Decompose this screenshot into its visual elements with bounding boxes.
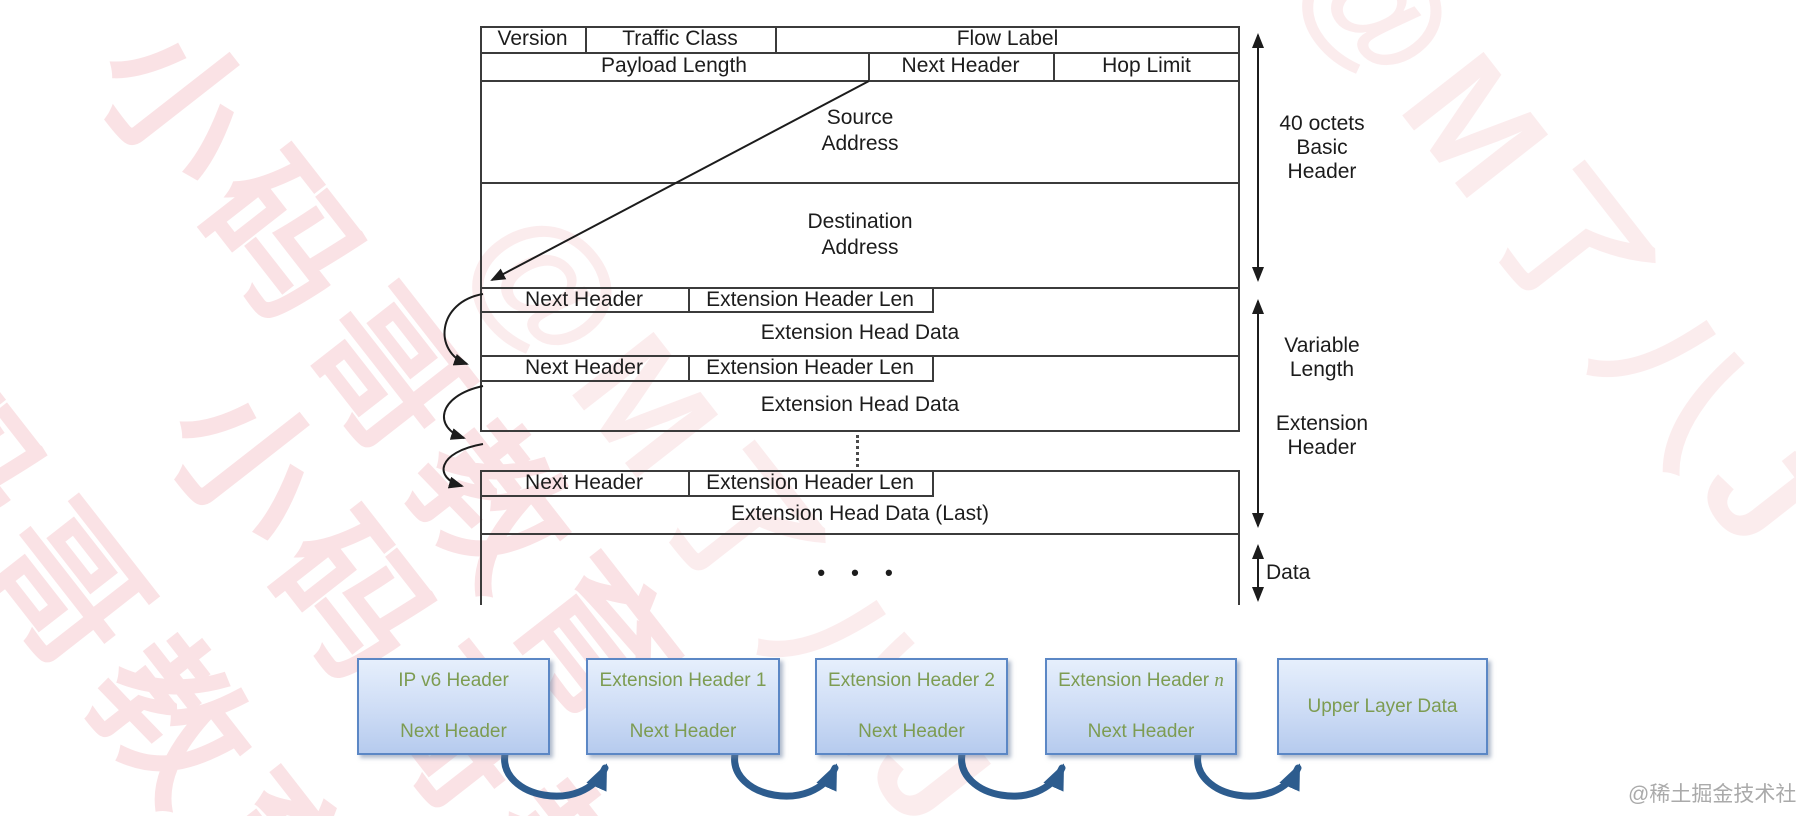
table-line — [480, 470, 482, 533]
flow-arrow-4 — [1194, 750, 1302, 800]
label-extension-line2: Header — [1287, 436, 1357, 459]
table-line — [480, 470, 1240, 472]
table-line — [480, 533, 482, 605]
table-line — [1238, 470, 1240, 533]
label-basic-header: 40 octets Basic Header — [1266, 112, 1378, 184]
label-basic-line3: Header — [1287, 160, 1357, 183]
watermark-handle-1: @M了八J — [1268, 0, 1796, 591]
payload-ellipsis: • • • — [817, 560, 903, 585]
label-basic-line2: Basic — [1296, 136, 1348, 159]
field-source-address: Source Address — [480, 80, 1240, 182]
field-flow-label: Flow Label — [956, 27, 1059, 50]
table-line — [775, 26, 777, 52]
flow-box-title-variable: n — [1214, 670, 1224, 691]
chain-arc-2 — [443, 385, 484, 440]
field-version: Version — [497, 27, 568, 50]
field-payload-length: Payload Length — [601, 54, 747, 77]
flow-box-extension-header-2: Extension Header 2 Next Header — [815, 658, 1008, 755]
table-line — [688, 355, 690, 382]
ext-last-next-header: Next Header — [525, 471, 643, 494]
table-line — [932, 355, 934, 382]
flow-box-subtitle: Next Header — [629, 721, 737, 742]
table-line — [480, 287, 1240, 289]
table-line — [480, 355, 1240, 357]
table-line — [585, 26, 587, 52]
ellipsis-dotted-line — [856, 435, 859, 467]
flow-box-upper-layer-data: Upper Layer Data — [1277, 658, 1488, 755]
label-variable-length: Variable Length — [1266, 334, 1378, 382]
flow-box-extension-header-1: Extension Header 1 Next Header — [586, 658, 780, 755]
flow-box-extension-header-n: Extension Header n Next Header — [1045, 658, 1237, 755]
flow-box-title: Extension Header n — [1058, 670, 1224, 691]
field-traffic-class: Traffic Class — [622, 27, 738, 50]
juejin-community-credit: @稀土掘金技术社区 — [1628, 783, 1796, 806]
ext2-next-header: Next Header — [525, 356, 643, 379]
table-line — [932, 470, 934, 497]
flow-box-title: IP v6 Header — [398, 670, 509, 691]
field-next-header: Next Header — [901, 54, 1020, 77]
table-line — [480, 533, 1240, 535]
flow-box-subtitle: Next Header — [400, 721, 507, 742]
table-line — [688, 287, 690, 313]
table-line — [480, 311, 934, 313]
table-line — [688, 470, 690, 497]
flow-arrow-2 — [731, 750, 839, 800]
chain-arc-1 — [443, 293, 484, 366]
table-line — [932, 287, 934, 313]
flow-arrow-3 — [958, 750, 1066, 800]
field-hop-limit: Hop Limit — [1102, 54, 1191, 77]
ext-last-data: Extension Head Data (Last) — [731, 502, 989, 525]
table-line — [480, 26, 482, 289]
label-data: Data — [1266, 561, 1336, 585]
label-extension-header: Extension Header — [1266, 412, 1378, 460]
ext2-header-len: Extension Header Len — [706, 356, 914, 379]
flow-box-title: Extension Header 2 — [828, 670, 995, 691]
chain-arc-3 — [442, 443, 484, 489]
label-variable-line1: Variable — [1284, 334, 1360, 357]
flow-box-title: Upper Layer Data — [1307, 695, 1458, 717]
label-extension-line1: Extension — [1275, 412, 1369, 435]
ext1-header-len: Extension Header Len — [706, 288, 914, 311]
ext-last-header-len: Extension Header Len — [706, 471, 914, 494]
label-data-text: Data — [1266, 561, 1311, 584]
table-line — [480, 430, 1240, 432]
table-line — [1238, 533, 1240, 605]
label-variable-line2: Length — [1289, 358, 1355, 381]
table-line — [1053, 52, 1055, 80]
flow-box-subtitle: Next Header — [858, 721, 965, 742]
table-line — [1238, 26, 1240, 289]
flow-arrow-1 — [501, 750, 609, 800]
table-line — [480, 26, 1240, 28]
table-line — [1238, 287, 1240, 432]
table-line — [480, 495, 934, 497]
ext2-data: Extension Head Data — [760, 393, 960, 416]
flow-box-subtitle: Next Header — [1087, 721, 1195, 742]
table-line — [480, 380, 934, 382]
ext1-data: Extension Head Data — [760, 321, 960, 344]
destination-line2: Address — [821, 235, 899, 259]
table-line — [480, 52, 1240, 54]
source-line1: Source — [826, 106, 894, 129]
table-line — [868, 52, 870, 80]
source-line2: Address — [821, 132, 899, 155]
field-destination-address: Destination Address — [480, 182, 1240, 287]
flow-box-ipv6-header: IP v6 Header Next Header — [357, 658, 550, 755]
ext1-next-header: Next Header — [525, 288, 643, 311]
label-basic-line1: 40 octets — [1279, 112, 1365, 135]
flow-box-title: Extension Header 1 — [599, 670, 767, 691]
destination-line1: Destination — [807, 209, 913, 233]
